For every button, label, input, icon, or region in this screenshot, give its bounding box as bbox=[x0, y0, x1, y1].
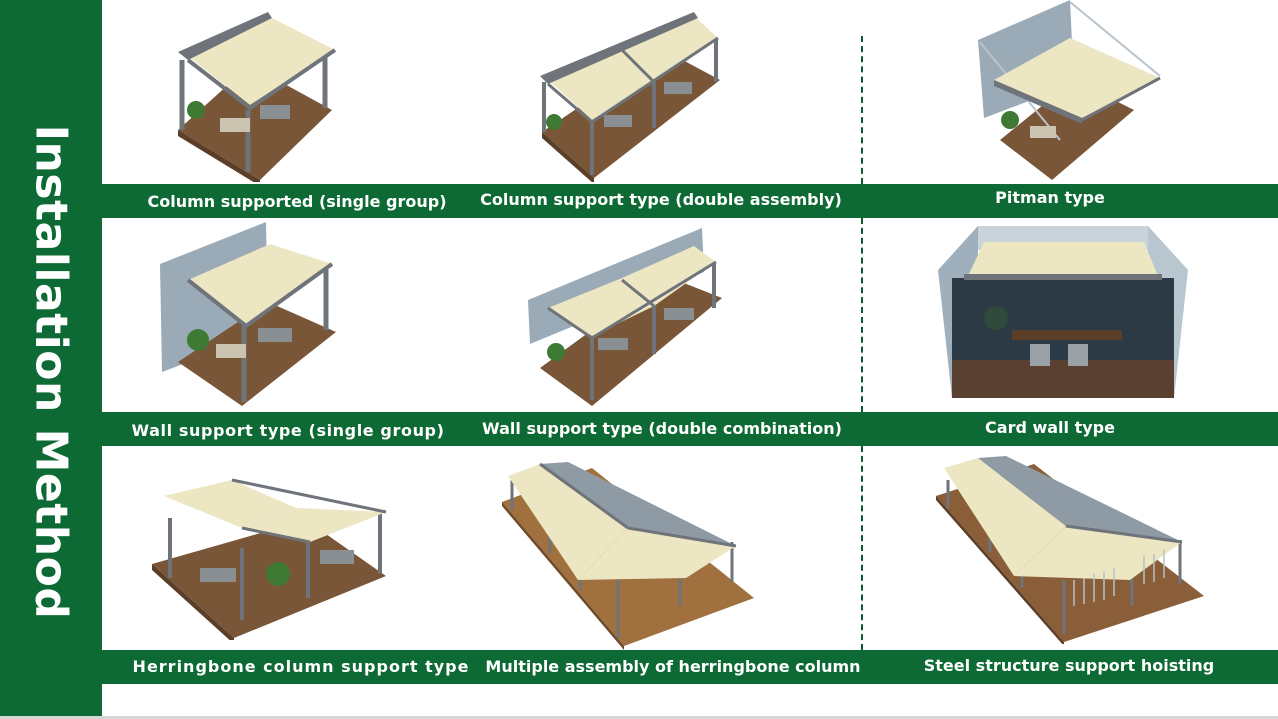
illustration-steel-structure bbox=[934, 456, 1206, 644]
illustration-wall-support-double bbox=[526, 228, 722, 406]
caption-card-wall: Card wall type bbox=[985, 418, 1115, 437]
illustration-column-support-double bbox=[534, 10, 724, 182]
illustration-wall-support-single bbox=[158, 222, 338, 406]
column-divider bbox=[861, 218, 863, 412]
illustration-column-supported-single bbox=[170, 10, 340, 182]
caption-pitman: Pitman type bbox=[995, 188, 1105, 207]
illustration-card-wall bbox=[938, 226, 1188, 400]
caption-steel-structure: Steel structure support hoisting bbox=[923, 656, 1215, 675]
illustration-herringbone-column bbox=[150, 478, 390, 640]
caption-band-row-2 bbox=[102, 412, 1278, 446]
column-divider bbox=[861, 36, 863, 184]
page-title: Installation Method bbox=[25, 124, 77, 620]
bottom-rule bbox=[0, 716, 1278, 719]
caption-column-support-double: Column support type (double assembly) bbox=[480, 190, 842, 209]
column-divider bbox=[861, 446, 863, 650]
caption-band-row-3 bbox=[102, 650, 1278, 684]
illustration-pitman bbox=[974, 0, 1166, 180]
sidebar-panel: Installation Method bbox=[0, 0, 102, 717]
caption-column-supported-single: Column supported (single group) bbox=[147, 192, 447, 211]
caption-band-row-1 bbox=[102, 184, 1278, 218]
caption-herringbone-column: Herringbone column support type bbox=[132, 657, 470, 676]
illustration-multiple-herringbone bbox=[500, 462, 756, 650]
caption-multiple-herringbone: Multiple assembly of herringbone column bbox=[485, 657, 861, 676]
caption-wall-support-double: Wall support type (double combination) bbox=[482, 419, 842, 438]
caption-wall-support-single: Wall support type (single group) bbox=[131, 421, 445, 440]
